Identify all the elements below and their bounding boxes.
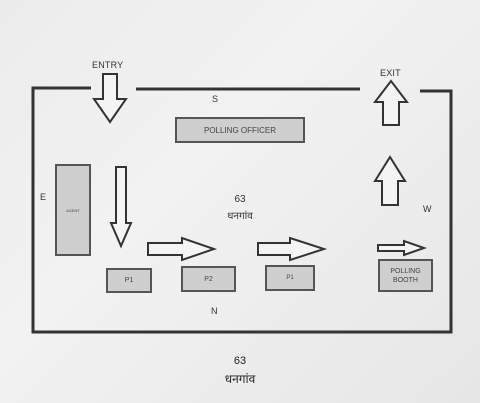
polling-booth-label: POLLING BOOTH [390, 267, 421, 284]
agent-label: AGENT [66, 207, 80, 213]
polling-booth-box: POLLING BOOTH [378, 259, 433, 292]
north-label: N [211, 306, 218, 316]
center-village-name: धनगांव [227, 211, 253, 222]
p2-box: P2 [181, 266, 236, 292]
p1-mid-label: P1 [286, 274, 294, 281]
polling-officer-label: POLLING OFFICER [203, 125, 276, 135]
polling-officer-box: POLLING OFFICER [175, 117, 305, 143]
footer-village-name: धनगांव [224, 372, 256, 386]
right-arrow-2-icon [257, 236, 328, 262]
exit-arrow-icon [372, 79, 410, 126]
p1-left-box: P1 [106, 268, 152, 293]
center-number: 63 [234, 194, 246, 205]
exit-label: EXIT [380, 68, 401, 78]
agent-box: AGENT [55, 164, 91, 256]
footer-number: 63 [233, 355, 247, 367]
entry-label: ENTRY [92, 60, 124, 70]
down-arrow-icon [109, 166, 133, 249]
east-label: E [40, 192, 47, 202]
p1-mid-box: P1 [265, 265, 315, 291]
entry-arrow-icon [92, 73, 128, 124]
p1-left-label: P1 [124, 277, 134, 284]
west-label: W [423, 204, 432, 214]
up-arrow-1-icon [373, 155, 407, 206]
p2-label: P2 [204, 275, 213, 283]
right-arrow-1-icon [147, 236, 218, 262]
right-arrow-3-icon [377, 239, 428, 257]
south-label: S [212, 94, 219, 104]
room-outline [31, 86, 453, 334]
